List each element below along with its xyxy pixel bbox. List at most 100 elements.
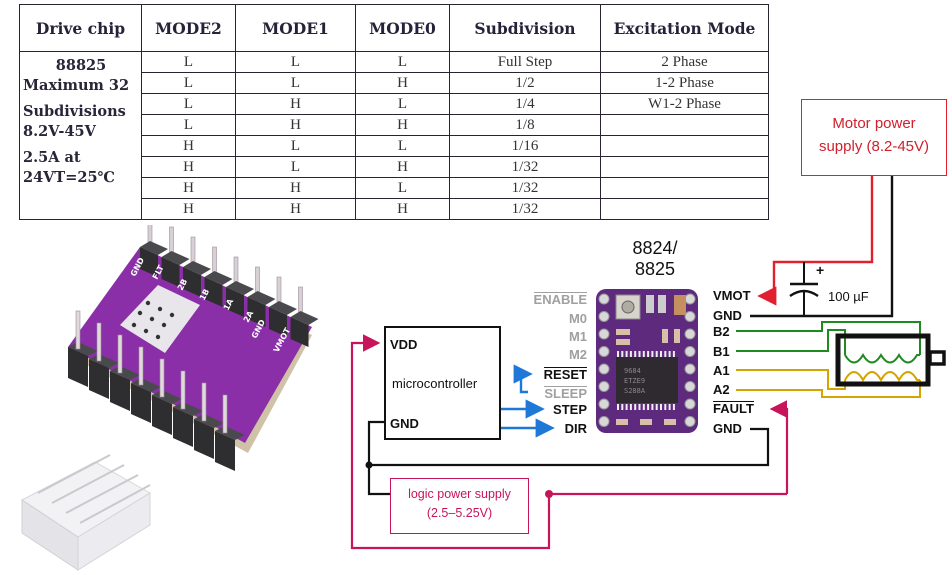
chip-leg (621, 351, 624, 357)
pin-label-enable: ENABLE (533, 292, 587, 307)
module-pin-pad (684, 293, 696, 305)
chip-leg (672, 351, 675, 357)
chip-leg (660, 351, 662, 357)
thermal-pad (120, 285, 200, 353)
motor-power-supply-line1: Motor power (832, 115, 916, 132)
header-pin (161, 226, 190, 287)
pin-label-dir: DIR (564, 421, 587, 436)
header-pin (110, 334, 140, 411)
chip-leg (625, 404, 628, 410)
chip-spec-line: Maximum 32 (23, 77, 130, 94)
wire-b1 (736, 329, 846, 355)
chip-leg (655, 351, 658, 357)
header-pin (194, 382, 224, 459)
pin-label-sleep: SLEEP (544, 386, 587, 401)
pin-label-b1: B1 (713, 344, 730, 359)
cell-excitation: 2 Phase (600, 51, 769, 73)
chip-leg (651, 404, 654, 410)
pin-label-gnd: GND (713, 421, 742, 436)
svg-text:9684: 9684 (624, 367, 641, 375)
motor-power-supply-box: Motor power supply (8.2-45V) (801, 99, 947, 176)
heatsink (21, 454, 151, 571)
module-pin-pad (598, 381, 610, 392)
table-header-row: Drive chip MODE2 MODE1 MODE0 Subdivision… (19, 4, 769, 52)
chip-leg (617, 351, 619, 357)
chip-spec-line: Subdivisions (23, 103, 126, 120)
motor-power-wire (757, 175, 874, 306)
header-pin (68, 310, 98, 387)
header-mode2: MODE2 (141, 4, 236, 52)
chip-spec-line: 24VT=25℃ (23, 169, 115, 186)
module-pin-pad (598, 346, 610, 357)
pin-label-m2: M2 (568, 347, 587, 362)
chip-leg (668, 351, 671, 357)
chip-leg (664, 404, 667, 410)
chip-leg (655, 404, 658, 410)
module-pin-pad (598, 416, 610, 427)
chip-leg (660, 404, 662, 410)
module-pin-pad (598, 293, 610, 305)
module-pin-pad (598, 363, 610, 375)
header-pin (226, 256, 254, 317)
cell-excitation (600, 198, 769, 220)
chip-leg (617, 404, 619, 410)
reset-sleep-link (513, 364, 533, 394)
chip-leg (647, 351, 650, 357)
pin-label-b2: B2 (713, 324, 730, 339)
pin-label-a1: A1 (713, 363, 730, 378)
mode-table: Drive chip MODE2 MODE1 MODE0 Subdivision… (19, 4, 769, 220)
header-pin (290, 286, 319, 347)
header-pin (89, 322, 119, 399)
mcu-title: microcontroller (392, 376, 478, 391)
header-pin (183, 236, 211, 297)
driver-title-line2: 8825 (634, 259, 676, 279)
header-pin (215, 394, 245, 471)
chip-leg (672, 404, 675, 410)
header-pin (247, 266, 276, 327)
pin-label-gnd: GND (713, 308, 742, 323)
pin-label-step: STEP (553, 402, 587, 417)
chip-leg (629, 404, 632, 410)
coil-b (844, 353, 920, 364)
driver-gnd-wire (369, 427, 770, 467)
module-pin-pad (598, 328, 610, 340)
header-excitation-mode: Excitation Mode (600, 4, 769, 52)
module-pin-pad (684, 346, 696, 357)
vdd-wire (350, 334, 551, 550)
bottom-pin-header (68, 310, 245, 471)
top-pin-header (140, 225, 319, 347)
header-pin (204, 246, 233, 307)
cell-subdivision: 1/4 (449, 93, 601, 115)
chip-leg (647, 404, 650, 410)
junction-dot (365, 461, 373, 469)
logic-power-supply-line2: (2.5–5.25V) (426, 506, 493, 520)
module-pin-pad (684, 381, 696, 392)
wire-b2 (736, 321, 921, 355)
svg-text:S288A: S288A (624, 387, 646, 395)
fault-wire (769, 400, 789, 494)
module-pin-pad (684, 398, 696, 410)
driver-module: 9684 ETZE9 S288A (596, 289, 698, 433)
stepper-motor-body (835, 333, 931, 387)
pin-label-m1: M1 (568, 329, 587, 344)
wire-a2 (736, 380, 921, 398)
pin-label-m0: M0 (568, 311, 587, 326)
header-pin (269, 276, 297, 337)
header-pin (173, 370, 203, 447)
chip-leg (625, 351, 628, 357)
module-pin-pad (598, 398, 610, 410)
microcontroller-box: VDD microcontroller GND (384, 326, 501, 440)
wire-a1 (736, 369, 846, 390)
chip-leg (651, 351, 654, 357)
chip-leg (642, 404, 645, 410)
module-pin-pad (684, 363, 696, 375)
chip-leg (634, 404, 637, 410)
logic-power-supply-box: logic power supply (2.5–5.25V) (390, 478, 529, 534)
header-drive-chip: Drive chip (19, 4, 142, 52)
